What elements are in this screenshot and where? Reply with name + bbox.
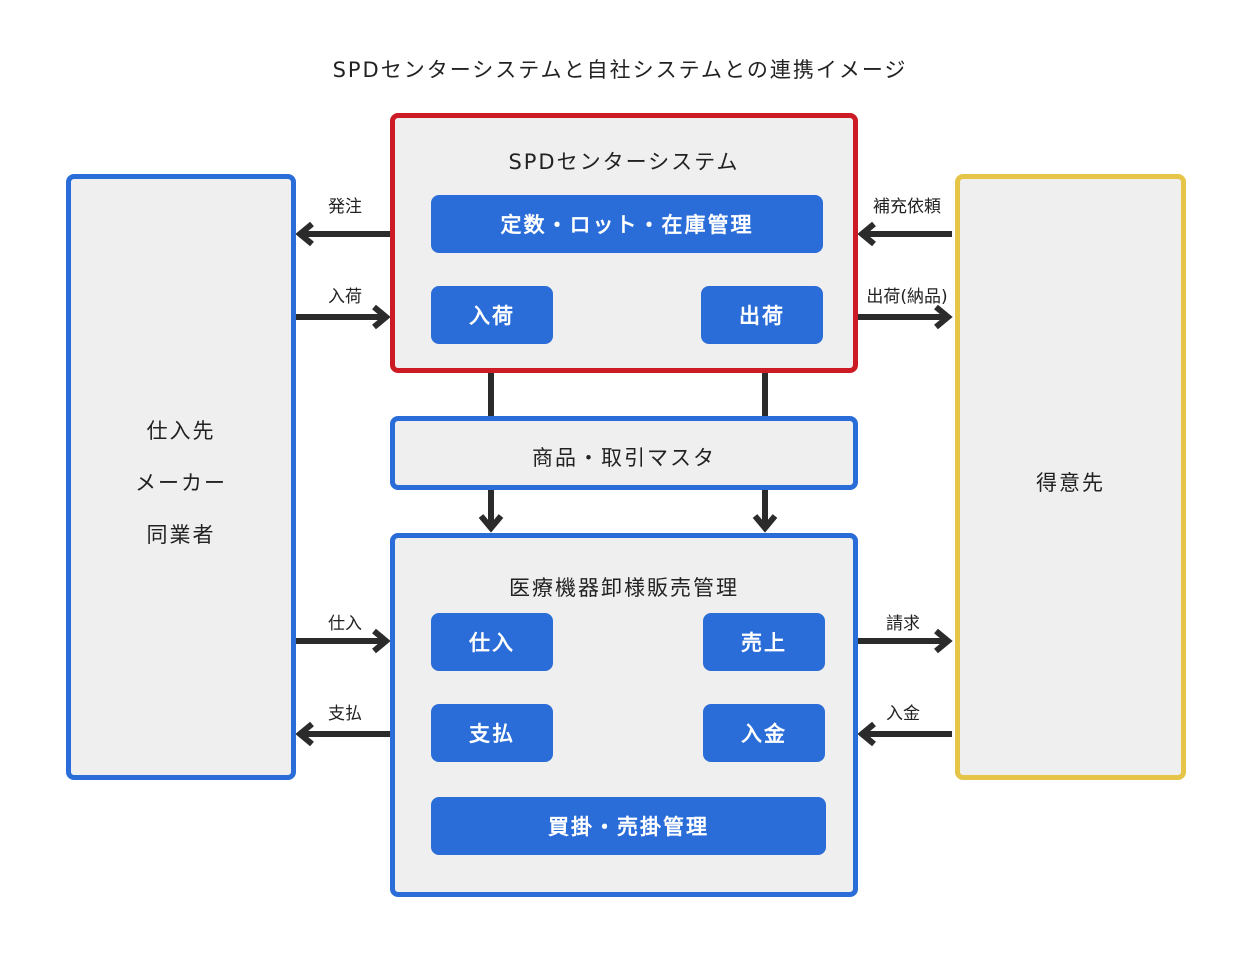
label-receiving: 入荷 — [328, 287, 362, 307]
sales-system-title: 医療機器卸様販売管理 — [509, 576, 739, 600]
arrow-purchase — [296, 628, 391, 654]
label-replenish-request: 補充依頼 — [873, 197, 941, 217]
label-billing: 請求 — [886, 614, 920, 634]
customer-label: 得意先 — [1036, 471, 1105, 495]
customer-box: 得意先 — [955, 174, 1186, 780]
spd-item-shipping: 出荷 — [701, 286, 823, 344]
supplier-box: 仕入先 メーカー 同業者 — [66, 174, 296, 780]
arrow-master-sales-right — [752, 489, 778, 533]
spd-item-inventory: 定数・ロット・在庫管理 — [431, 195, 823, 253]
supplier-line-3: 同業者 — [146, 523, 216, 547]
spd-item-receiving: 入荷 — [431, 286, 553, 344]
sales-item-ledger: 買掛・売掛管理 — [431, 797, 826, 855]
arrow-billing — [858, 628, 953, 654]
label-purchase: 仕入 — [328, 614, 362, 634]
supplier-line-1: 仕入先 — [146, 419, 216, 443]
master-box: 商品・取引マスタ — [390, 416, 858, 490]
label-payment: 支払 — [328, 704, 362, 724]
arrow-receiving — [296, 304, 391, 330]
spd-system-title: SPDセンターシステム — [508, 150, 740, 174]
arrow-shipping — [858, 304, 953, 330]
sales-item-deposit: 入金 — [703, 704, 825, 762]
arrow-replenish-request — [857, 221, 952, 247]
label-shipping: 出荷(納品) — [866, 287, 948, 307]
sales-item-payment: 支払 — [431, 704, 553, 762]
label-order: 発注 — [328, 197, 362, 217]
arrow-order — [295, 221, 390, 247]
arrow-payment — [295, 721, 390, 747]
diagram-title: SPDセンターシステムと自社システムとの連携イメージ — [332, 58, 908, 82]
supplier-line-2: メーカー — [135, 471, 227, 495]
arrow-master-sales-left — [478, 489, 504, 533]
master-title: 商品・取引マスタ — [532, 446, 716, 470]
arrow-deposit — [857, 721, 952, 747]
sales-item-purchase: 仕入 — [431, 613, 553, 671]
label-deposit: 入金 — [886, 704, 920, 724]
sales-item-sales: 売上 — [703, 613, 825, 671]
